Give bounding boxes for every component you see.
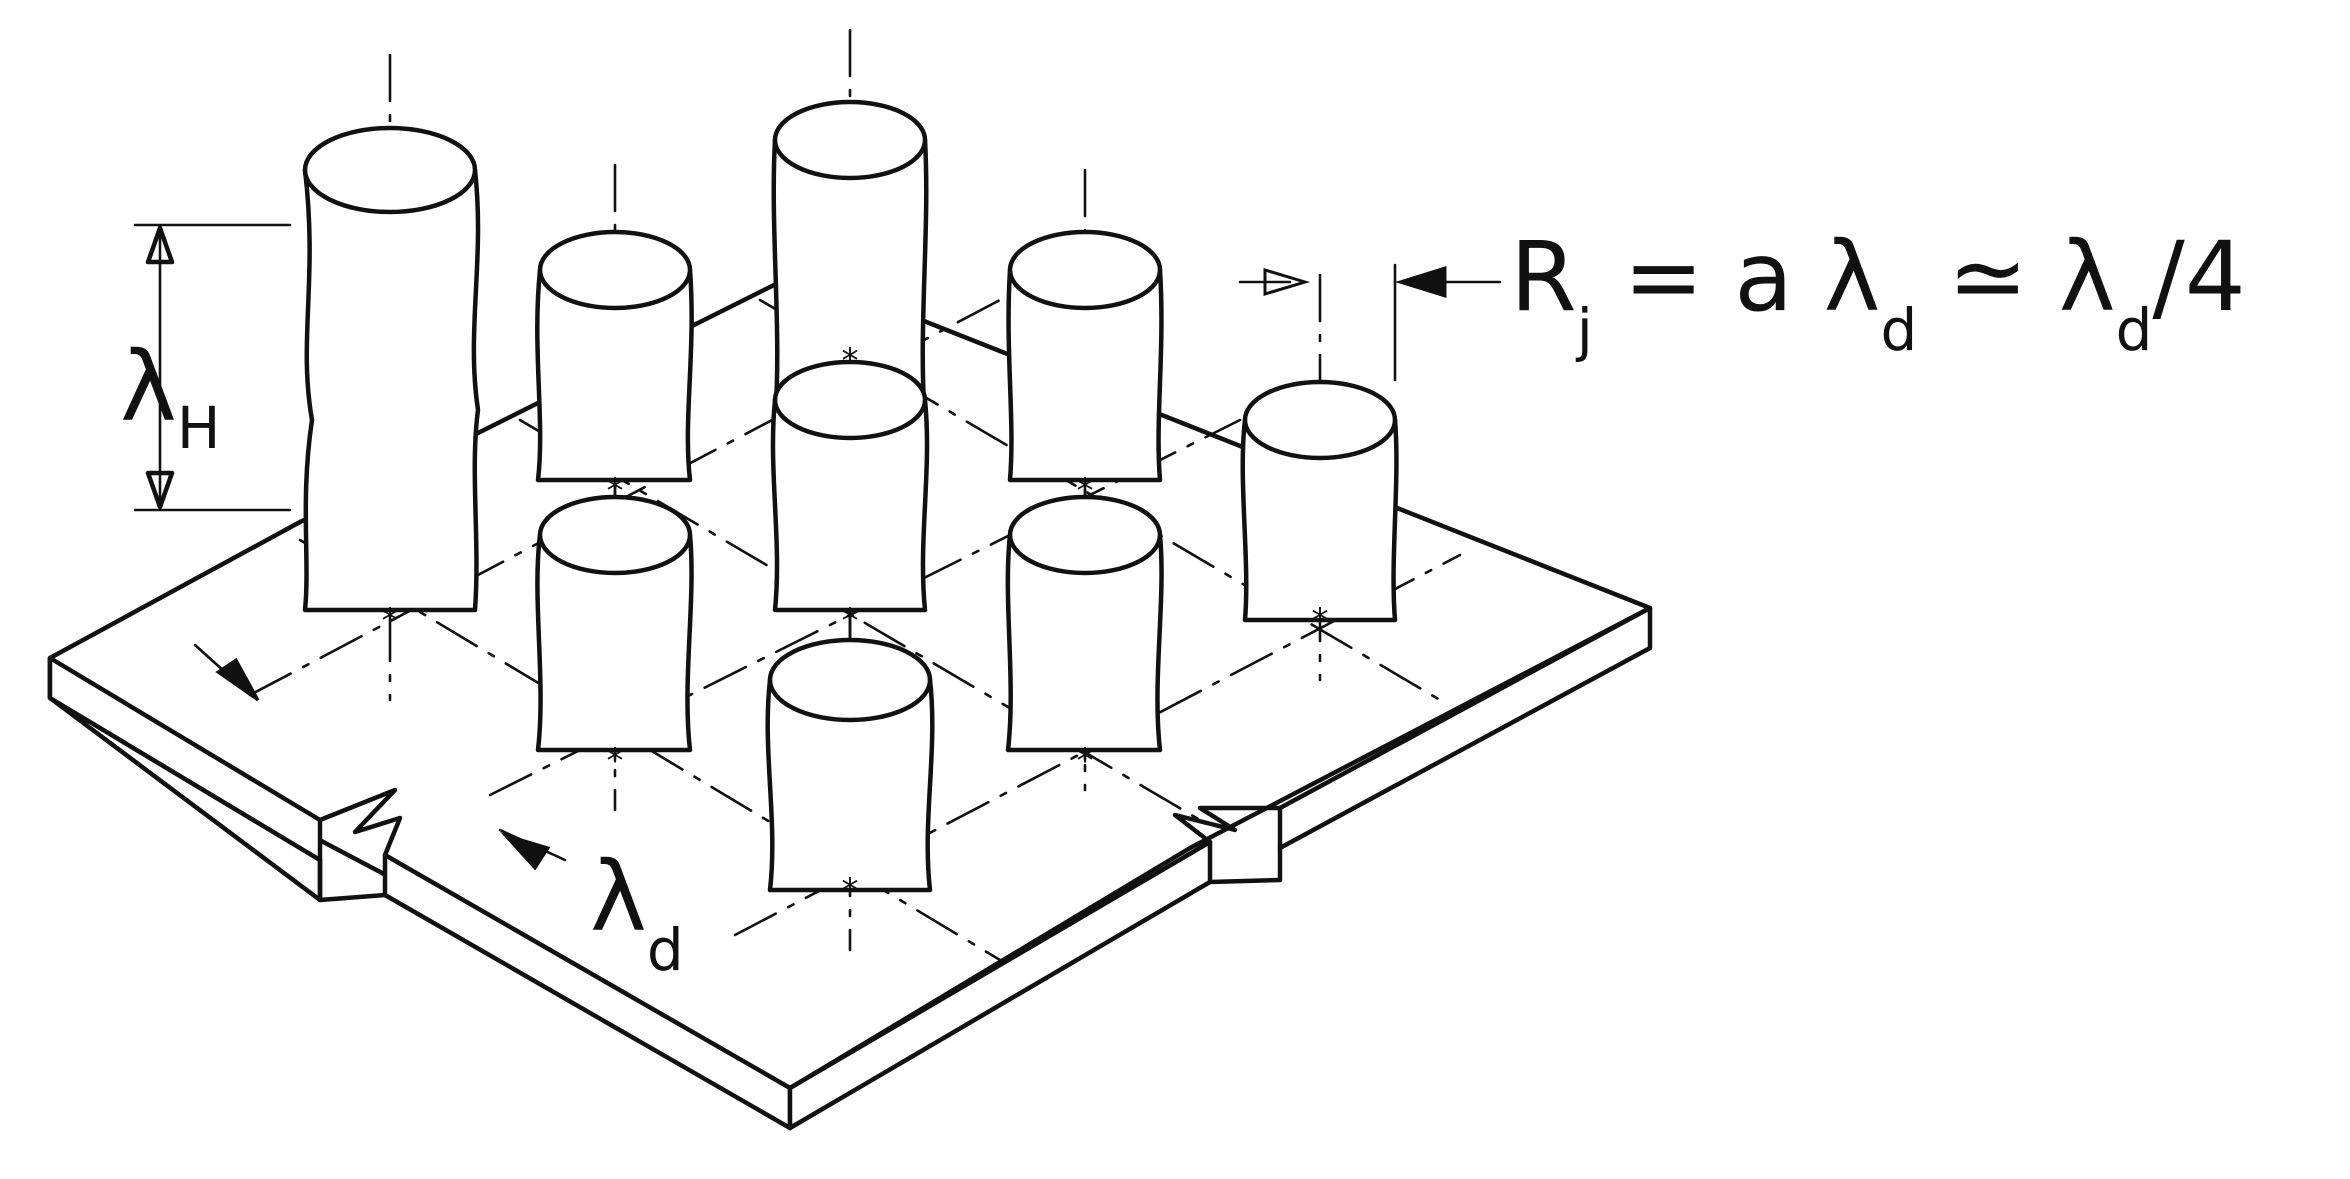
plate-break-right xyxy=(1172,805,1283,845)
svg-text:*: * xyxy=(382,601,399,641)
jet-front xyxy=(765,637,935,893)
jet-right-back xyxy=(1006,229,1164,483)
svg-text:*: * xyxy=(842,601,859,641)
svg-text:*: * xyxy=(607,471,624,511)
plate-right-side xyxy=(1277,605,1653,851)
grid-col-3 xyxy=(758,298,1442,702)
jet-right-front xyxy=(1005,494,1164,753)
jet-far-right xyxy=(1240,379,1399,623)
plate-break-left-lower xyxy=(317,857,388,903)
jet-left-front xyxy=(535,494,694,753)
jet-left-back xyxy=(535,229,694,483)
jet-back-center xyxy=(771,99,929,423)
svg-text:*: * xyxy=(842,871,859,911)
plate-break-right-lower xyxy=(1207,845,1283,885)
jet-radius-equation: Rj = a λd ≃ λd/4 xyxy=(1510,221,2246,364)
jet-stagnation-points: * * * * * * * * * xyxy=(382,341,1329,911)
plate-break-left xyxy=(317,787,403,858)
lambda-d-label: λd xyxy=(590,841,684,984)
lambda-h-dimension xyxy=(133,223,292,512)
rj-dimension xyxy=(1238,263,1502,382)
lambda-h-label: λH xyxy=(120,331,220,462)
svg-text:*: * xyxy=(607,741,624,781)
svg-text:*: * xyxy=(1312,601,1329,641)
jet-tall xyxy=(302,125,481,613)
svg-text:*: * xyxy=(842,341,859,381)
lambda-d-dimension xyxy=(193,643,567,871)
svg-text:*: * xyxy=(1077,471,1094,511)
jet-center xyxy=(770,359,930,613)
svg-text:*: * xyxy=(1077,741,1094,781)
grid-col-2 xyxy=(518,418,1202,822)
